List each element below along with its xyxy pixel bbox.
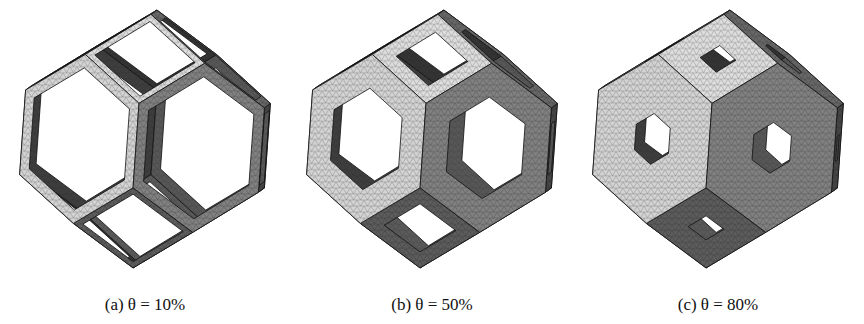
subfigure-caption: (a) θ = 10%: [105, 295, 186, 315]
cell-face: [593, 54, 712, 223]
mesh-overlay: [85, 14, 204, 103]
unit-cell: [20, 10, 271, 268]
mesh-overlay: [307, 54, 426, 223]
cell-face: [85, 14, 204, 103]
mesh-overlay: [20, 54, 139, 223]
face-fill: [20, 54, 139, 223]
face-fill: [133, 63, 264, 232]
cell-face: [20, 54, 139, 223]
unit-cell: [593, 10, 844, 268]
face-fill: [706, 63, 837, 232]
cell-face: [420, 63, 551, 232]
face-fill: [85, 14, 204, 103]
face-fill: [593, 54, 712, 223]
subfigure-caption: (b) θ = 50%: [391, 295, 472, 315]
face-fill: [307, 54, 426, 223]
face-fill: [420, 63, 551, 232]
mesh-overlay: [420, 63, 551, 232]
unit-cell: [307, 10, 558, 268]
cell-face: [307, 54, 426, 223]
mesh-overlay: [133, 63, 264, 232]
subfigure-caption: (c) θ = 80%: [678, 295, 759, 315]
mesh-overlay: [593, 54, 712, 223]
cell-face: [133, 63, 264, 232]
cell-face: [706, 63, 837, 232]
mesh-overlay: [706, 63, 837, 232]
